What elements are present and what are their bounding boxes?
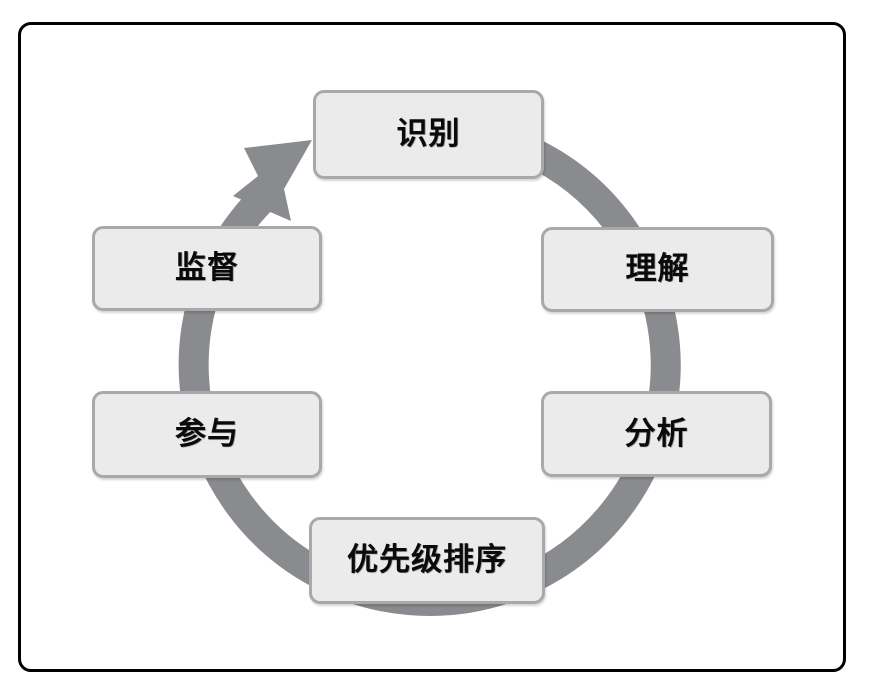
step-label: 识别 (396, 116, 461, 152)
step-label: 分析 (624, 415, 689, 452)
diagram-frame (18, 22, 846, 672)
cycle-arrowhead (233, 140, 312, 221)
step-node-understand[interactable]: 理解 (541, 227, 774, 312)
step-label: 参与 (175, 416, 239, 452)
step-node-monitor[interactable]: 监督 (92, 226, 322, 311)
step-label: 监督 (175, 250, 239, 286)
step-node-identify[interactable]: 识别 (313, 90, 544, 179)
step-node-engage[interactable]: 参与 (92, 391, 322, 478)
step-label: 优先级排序 (347, 542, 507, 578)
step-label: 理解 (625, 251, 690, 287)
step-node-analyze[interactable]: 分析 (541, 391, 772, 477)
step-node-prioritize[interactable]: 优先级排序 (309, 517, 545, 604)
